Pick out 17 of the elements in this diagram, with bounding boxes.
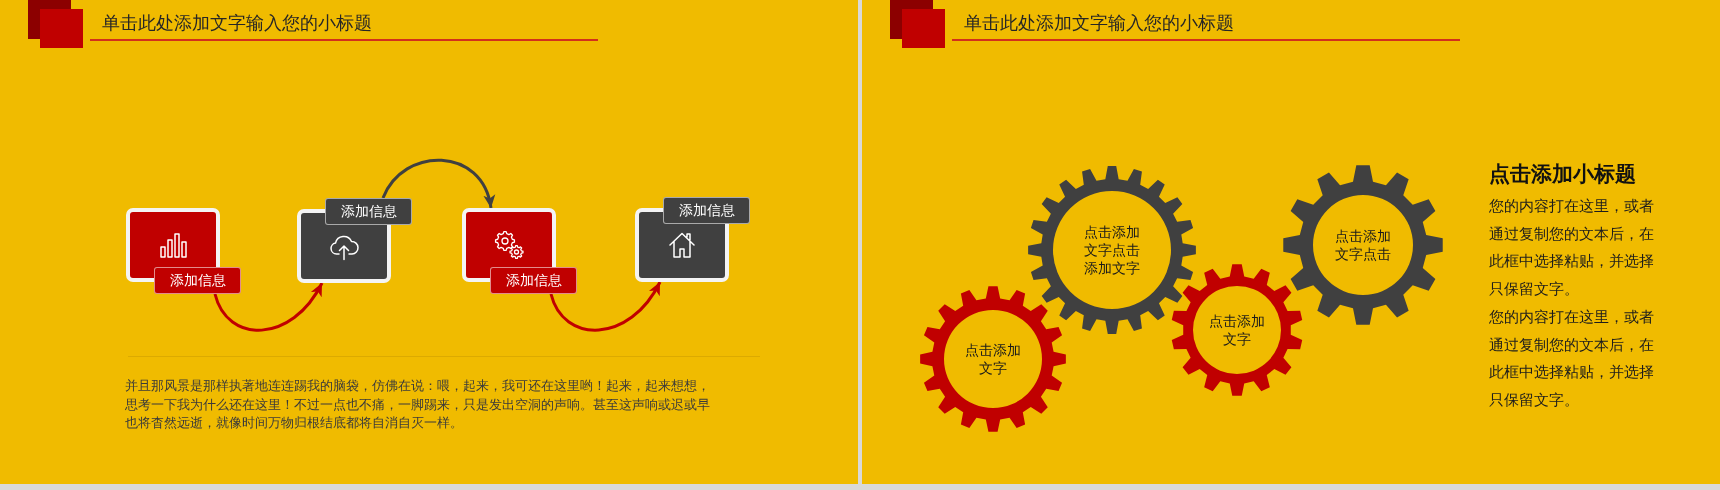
- info-label: 添加信息: [663, 197, 750, 224]
- body-paragraph: 您的内容打在这里，或者通过复制您的文本后，在此框中选择粘贴，并选择只保留文字。: [1489, 196, 1655, 301]
- curved-arrow: [549, 281, 662, 332]
- slide-title: 单击此处添加文字输入您的小标题: [102, 11, 372, 35]
- gear-text: 点击添加文字: [1208, 312, 1266, 348]
- subheading: 点击添加小标题: [1489, 161, 1637, 188]
- info-label: 添加信息: [490, 267, 577, 294]
- curved-arrow: [213, 282, 324, 332]
- curved-arrow: [381, 158, 494, 209]
- info-label: 添加信息: [154, 267, 241, 294]
- body-paragraph: 您的内容打在这里，或者通过复制您的文本后，在此框中选择粘贴，并选择只保留文字。: [1489, 306, 1655, 411]
- slide-title: 单击此处添加文字输入您的小标题: [964, 11, 1234, 35]
- body-paragraph: 并且那风景是那样执著地连连踢我的脑袋，仿佛在说：喂，起来，我可还在这里哟！起来，起来想想，思考一下我为什么还在这里！不过一点也不痛，一脚踢来，只是发出空洞的声响。甚至这声响或迟或早也将杳然远逝，就像时间万物归根结底都将自消自灭一样。: [125, 377, 711, 432]
- gear-text: 点击添加文字点击添加文字: [1083, 223, 1141, 277]
- info-label: 添加信息: [325, 198, 412, 225]
- gear-text: 点击添加文字: [964, 341, 1022, 377]
- gear-text: 点击添加文字点击: [1334, 227, 1392, 263]
